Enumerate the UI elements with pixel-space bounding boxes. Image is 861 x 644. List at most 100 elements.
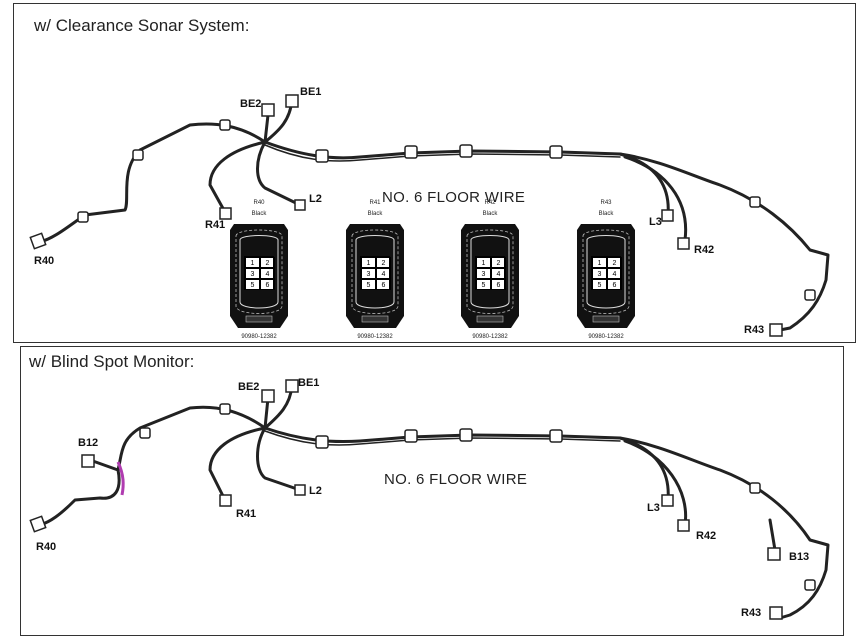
connector-r43	[769, 606, 783, 620]
label-l2: L2	[309, 485, 322, 497]
clip	[749, 196, 761, 208]
pin-number: 6	[607, 279, 622, 290]
panel-title: w/ Clearance Sonar System:	[34, 16, 250, 35]
pin-number: 3	[476, 268, 491, 279]
pin-number: 1	[245, 257, 260, 268]
label-r42: R42	[696, 530, 717, 542]
connector-l2	[294, 199, 306, 211]
connector-part-number: 90980-12382	[472, 334, 508, 340]
label-l2: L2	[309, 193, 322, 205]
main-trunk-bottom	[263, 426, 830, 620]
connector-be2	[261, 103, 275, 117]
connector-view-color: Black	[367, 211, 383, 217]
pin-number: 3	[592, 268, 607, 279]
connector-r41	[219, 207, 232, 220]
label-r41: R41	[236, 508, 257, 520]
pin-number: 4	[491, 268, 506, 279]
pin-number: 6	[260, 279, 275, 290]
branch-b13-bottom	[768, 518, 777, 552]
label-r43: R43	[744, 324, 765, 336]
connector-part-number: 90980-12382	[357, 334, 393, 340]
pin-number: 5	[245, 279, 260, 290]
label-be2: BE2	[240, 98, 262, 110]
connector-view-color: Black	[251, 211, 267, 217]
highlight-wire	[116, 461, 125, 496]
clip	[315, 149, 329, 163]
clip	[315, 435, 329, 449]
connector-b12	[81, 454, 95, 468]
main-trunk-top-2	[264, 144, 621, 162]
connector-be1	[285, 94, 299, 108]
pin-number: 5	[476, 279, 491, 290]
label-l3: L3	[649, 216, 662, 228]
clip	[549, 429, 563, 443]
wire-name-label: NO. 6 FLOOR WIRE	[382, 189, 526, 206]
connector-r40	[29, 515, 47, 533]
label-l3: L3	[647, 502, 660, 514]
clip	[459, 144, 473, 158]
connector-be1	[285, 379, 299, 393]
branch-r42-bottom	[623, 439, 688, 527]
blind-spot-monitor-panel: w/ Blind Spot Monitor:	[20, 346, 844, 636]
pin-number: 6	[491, 279, 506, 290]
label-be1: BE1	[298, 377, 320, 389]
pin-number: 1	[592, 257, 607, 268]
connector-b13	[767, 547, 781, 561]
pin-number: 4	[376, 268, 391, 279]
branch-r40-bottom	[38, 405, 267, 527]
branch-r41-bottom	[208, 426, 267, 502]
clip	[804, 579, 816, 591]
label-be1: BE1	[300, 86, 322, 98]
clip	[132, 149, 144, 161]
pin-number: 4	[607, 268, 622, 279]
pin-number: 2	[607, 257, 622, 268]
connector-view-name: R43	[600, 200, 612, 206]
pin-number: 2	[376, 257, 391, 268]
clip	[404, 145, 418, 159]
main-trunk-bottom-2	[264, 430, 621, 446]
label-b12: B12	[78, 437, 99, 449]
connector-view-name: R41	[369, 200, 381, 206]
connector-l2	[294, 484, 306, 496]
branch-be2-bottom	[263, 396, 270, 430]
branch-l2-bottom	[256, 426, 302, 492]
pin-number: 1	[476, 257, 491, 268]
branch-r42-top	[623, 155, 688, 242]
pin-number: 5	[592, 279, 607, 290]
pin-number: 5	[361, 279, 376, 290]
label-r40: R40	[34, 255, 55, 267]
pin-number: 3	[245, 268, 260, 279]
pin-number: 1	[361, 257, 376, 268]
pin-number: 2	[491, 257, 506, 268]
clip	[219, 119, 231, 131]
clip	[804, 289, 816, 301]
connector-r41	[219, 494, 232, 507]
clip	[219, 403, 231, 415]
connector-view-name: R40	[253, 200, 265, 206]
connector-view-color: Black	[598, 211, 614, 217]
connector-be2	[261, 389, 275, 403]
branch-l2-top	[256, 140, 302, 207]
wire-name-label: NO. 6 FLOOR WIRE	[384, 471, 528, 488]
panel-title: w/ Blind Spot Monitor:	[29, 352, 195, 371]
connector-l3	[661, 494, 674, 507]
label-r41: R41	[205, 219, 226, 231]
connector-view-color: Black	[482, 211, 498, 217]
connector-r42	[677, 237, 690, 250]
connector-r40	[29, 232, 47, 250]
clip	[77, 211, 89, 223]
pin-number: 4	[260, 268, 275, 279]
connector-r43	[769, 323, 783, 337]
main-trunk-top	[263, 140, 830, 332]
clip	[404, 429, 418, 443]
label-b13: B13	[789, 551, 810, 563]
pin-number: 3	[361, 268, 376, 279]
